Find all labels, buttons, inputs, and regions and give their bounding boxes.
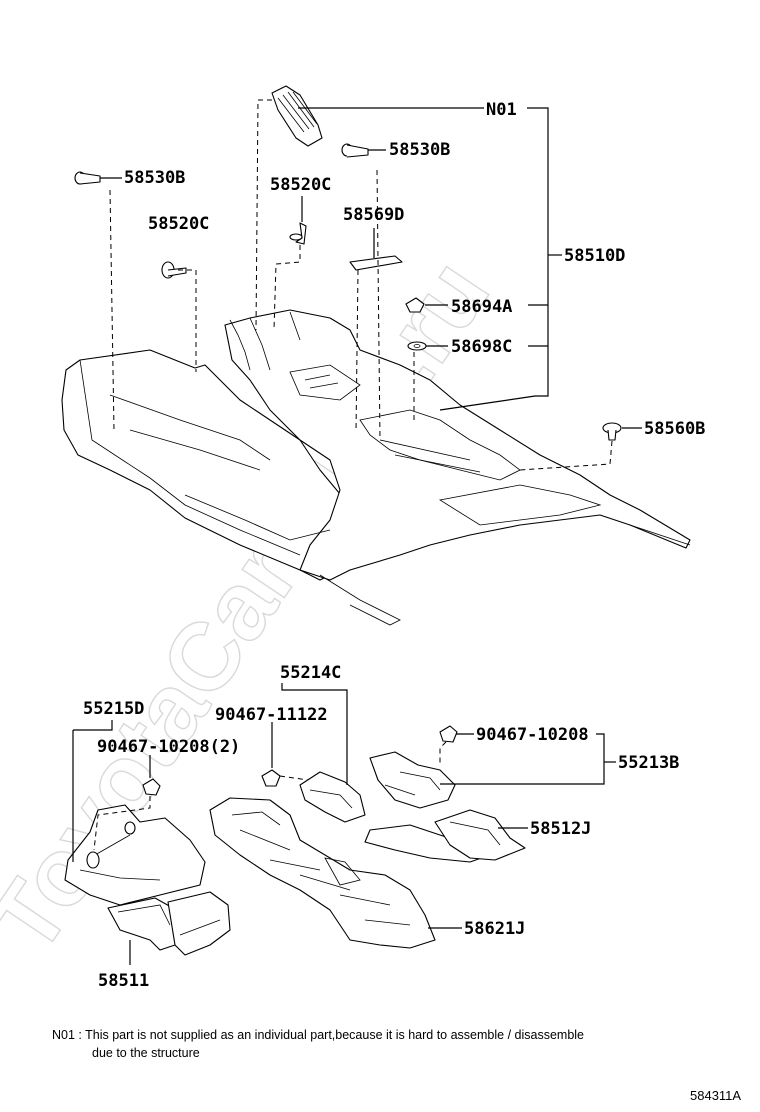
figure-reference: 584311A (690, 1088, 741, 1103)
label-58520c-mid: 58520C (270, 175, 331, 195)
label-58510d: 58510D (564, 246, 625, 266)
clip-58520c-mid (289, 222, 307, 245)
footnote-line-1: N01 : This part is not supplied as an in… (52, 1028, 584, 1042)
label-90467-10208: 90467-10208 (476, 725, 589, 745)
bolt-90467-10208-2 (142, 778, 161, 796)
bolt-90467-10208 (439, 725, 458, 743)
label-58511: 58511 (98, 971, 149, 991)
clip-58530b-top (341, 143, 369, 158)
washer-58698c (407, 341, 427, 351)
floor-mat-58511 (107, 891, 231, 956)
clip-58560b (602, 422, 622, 441)
accelerator-pedal (271, 85, 323, 147)
label-58530b-left: 58530B (124, 168, 185, 188)
install-lines-upper (109, 99, 613, 471)
label-55213b: 55213B (618, 753, 679, 773)
bolt-90467-11122 (261, 769, 281, 787)
label-58694a: 58694A (451, 297, 512, 317)
nut-58694a (405, 297, 425, 313)
floor-mat-58512j (364, 809, 526, 863)
silencer-55215d (64, 804, 206, 906)
label-n01: N01 (486, 100, 517, 120)
leaders-upper (100, 107, 642, 429)
label-90467-10208-2: 90467-10208(2) (97, 737, 240, 757)
floor-mat-58621j (209, 797, 436, 949)
label-55215d: 55215D (83, 699, 144, 719)
clip-58530b-left (74, 171, 101, 185)
install-lines-lower (93, 741, 447, 851)
footnote-line-2: due to the structure (92, 1046, 200, 1060)
label-58698c: 58698C (451, 337, 512, 357)
label-58569d: 58569D (343, 205, 404, 225)
label-55214c: 55214C (280, 663, 341, 683)
pad-58569d (349, 255, 403, 271)
label-58530b-top: 58530B (389, 140, 450, 160)
label-58621j: 58621J (464, 919, 525, 939)
leaders-lower (72, 683, 616, 965)
silencer-55214c (299, 771, 366, 823)
label-58560b: 58560B (644, 419, 705, 439)
label-90467-11122: 90467-11122 (215, 705, 328, 725)
floor-carpet-main (61, 309, 691, 626)
label-58512j: 58512J (530, 819, 591, 839)
silencer-55213b (369, 751, 456, 809)
label-58520c-left: 58520C (148, 214, 209, 234)
